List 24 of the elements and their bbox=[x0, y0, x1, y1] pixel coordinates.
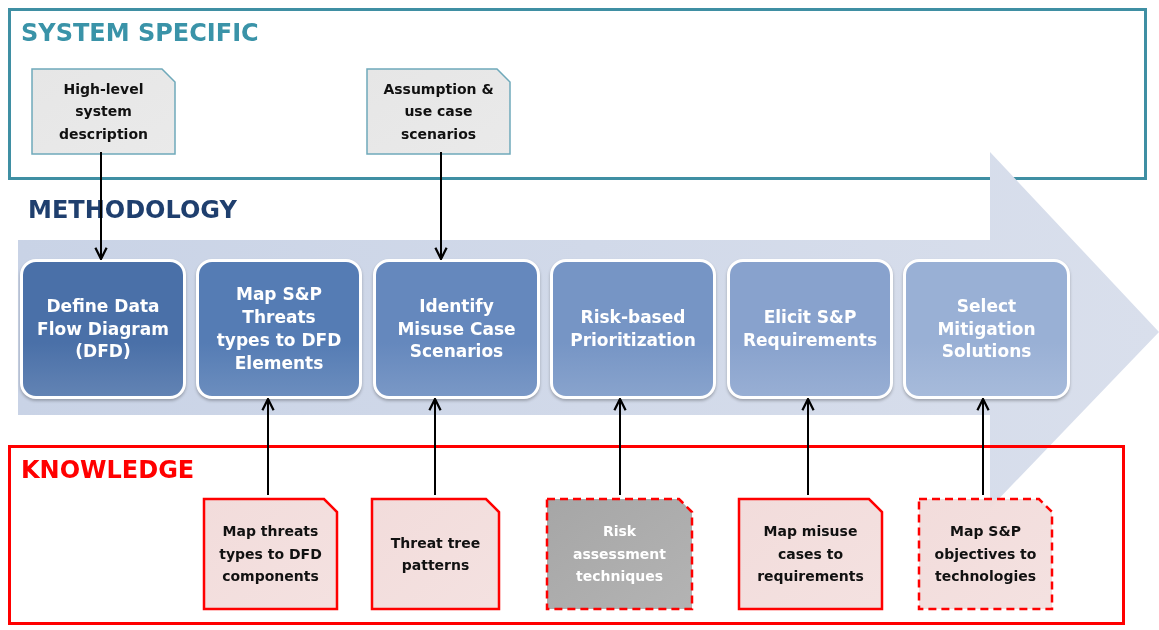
process-step: Risk-based Prioritization bbox=[550, 259, 716, 399]
knowledge-document: Threat tree patterns bbox=[371, 498, 500, 610]
document-note: Assumption & use case scenarios bbox=[366, 68, 511, 155]
document-note: High-level system description bbox=[31, 68, 176, 155]
arrow bbox=[976, 397, 990, 496]
arrow bbox=[94, 151, 108, 261]
arrow bbox=[801, 397, 815, 496]
knowledge-document: Risk assessment techniques bbox=[546, 498, 693, 610]
arrow bbox=[434, 151, 448, 261]
arrow bbox=[261, 397, 275, 496]
process-step: Identify Misuse Case Scenarios bbox=[373, 259, 540, 399]
process-step: Select Mitigation Solutions bbox=[903, 259, 1070, 399]
process-step: Map S&P Threats types to DFD Elements bbox=[196, 259, 362, 399]
knowledge-document: Map threats types to DFD components bbox=[203, 498, 338, 610]
section-heading: KNOWLEDGE bbox=[21, 456, 195, 484]
section-heading: SYSTEM SPECIFIC bbox=[21, 19, 259, 47]
arrow bbox=[613, 397, 627, 496]
knowledge-document: Map S&P objectives to technologies bbox=[918, 498, 1053, 610]
arrow bbox=[428, 397, 442, 496]
knowledge-document: Map misuse cases to requirements bbox=[738, 498, 883, 610]
section-panel bbox=[8, 8, 1147, 180]
section-panel bbox=[8, 445, 1125, 625]
process-step: Define Data Flow Diagram (DFD) bbox=[20, 259, 186, 399]
process-step: Elicit S&P Requirements bbox=[727, 259, 893, 399]
